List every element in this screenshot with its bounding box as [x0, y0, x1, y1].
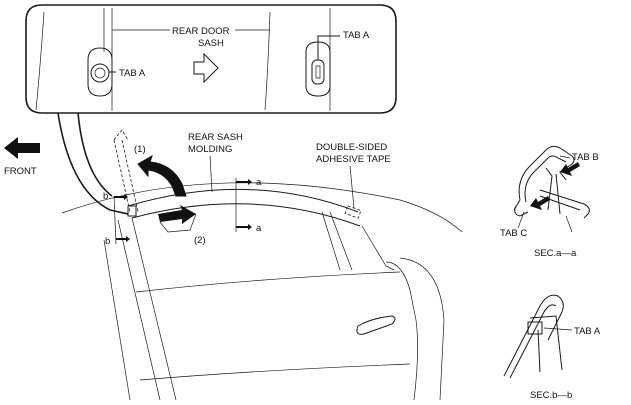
section-aa-sash-panel — [545, 167, 561, 215]
section-aa-glass — [565, 215, 573, 233]
tab-a-clip-right — [305, 35, 340, 97]
section-bb-pillar — [529, 315, 563, 373]
section-bb-caption: SEC.b—b — [530, 390, 572, 401]
section-a-top-arrow-icon — [236, 179, 252, 185]
double-sided-tape-label-2: ADHESIVE TAPE — [316, 154, 391, 165]
step-2-arrow-icon — [158, 205, 196, 224]
section-aa-bracket — [539, 189, 590, 219]
section-a-bottom-arrow-icon — [236, 224, 252, 230]
section-b-top-label: b — [103, 191, 108, 202]
step-1-label: (1) — [134, 144, 146, 155]
adhesive-tape-mark — [344, 205, 362, 219]
section-a-a-detail: TAB B TAB C SEC.a—a — [500, 145, 599, 259]
b-pillar-dashed-2 — [121, 139, 139, 213]
tab-b-label: TAB B — [572, 152, 599, 163]
rear-sash-molding-label-2: MOLDING — [188, 144, 232, 155]
left-sash-curve — [35, 11, 45, 111]
rear-door-sash-label-2: SASH — [198, 38, 224, 49]
rear-sash-molding — [127, 188, 359, 213]
step-1-arrow-icon — [137, 154, 187, 197]
main-labels: REAR SASH MOLDING DOUBLE-SIDED ADHESIVE … — [103, 132, 391, 247]
front-direction: FRONT — [4, 137, 40, 177]
front-arrow-icon — [4, 137, 40, 159]
section-bb-tab-a-label: TAB A — [574, 326, 601, 337]
b-pillar-rear — [131, 217, 177, 401]
section-aa-molding-inner — [524, 155, 567, 203]
molding-front-clip — [127, 205, 137, 217]
tab-c-label: TAB C — [500, 228, 527, 239]
tab-b-arrow-icon — [560, 162, 580, 176]
rear-door-sash-label-1: REAR DOOR — [172, 26, 230, 37]
section-aa-caption: SEC.a—a — [534, 248, 577, 259]
tab-b-leader — [559, 155, 571, 159]
section-bb-molding — [503, 294, 564, 377]
section-b-b-detail: TAB A SEC.b—b — [503, 294, 601, 401]
section-b-line — [113, 195, 117, 245]
double-sided-tape-label-1: DOUBLE-SIDED — [316, 142, 387, 153]
rear-sash-molding-lower — [131, 203, 361, 227]
section-aa-molding — [518, 145, 575, 201]
section-a-top-label: a — [256, 177, 262, 188]
section-bb-tab-a-leader — [543, 327, 573, 331]
tab-c-leader — [517, 211, 525, 229]
tab-a-clip-left — [87, 47, 116, 97]
rear-sash-molding-label-1: REAR SASH — [188, 132, 243, 143]
rear-fender-line — [399, 257, 445, 401]
step-2-label: (2) — [194, 235, 206, 246]
section-b-bottom-label: b — [105, 236, 110, 247]
front-door-edge — [103, 239, 131, 401]
front-label: FRONT — [4, 166, 37, 177]
belt-line — [135, 271, 401, 293]
section-bb-clip — [527, 321, 543, 335]
right-sash-curve — [264, 11, 271, 111]
callout-frame — [25, 4, 397, 114]
callout-detail: TAB A TAB A REAR DOOR SASH — [25, 4, 397, 215]
quarter-glass — [361, 225, 395, 271]
callout-leader — [57, 112, 129, 215]
rear-window-frame-2 — [329, 211, 353, 271]
door-handle — [356, 315, 396, 335]
rear-window-frame — [321, 211, 341, 271]
double-sided-tape-leader — [349, 165, 355, 209]
tab-c-arrow-icon — [530, 196, 550, 210]
car-door-illustration — [61, 129, 463, 401]
b-pillar-dashed-top — [113, 129, 129, 141]
b-pillar-front — [117, 219, 161, 401]
removal-steps: (1) (2) — [134, 144, 206, 246]
section-bb-molding-inner — [509, 304, 557, 379]
callout-tab-a-right-label: TAB A — [343, 30, 370, 41]
step-2-arrow-shadow — [159, 213, 197, 233]
section-a-bottom-label: a — [256, 223, 262, 234]
b-pillar-dashed-1 — [113, 139, 131, 213]
section-b-bottom-arrow-icon — [116, 236, 130, 242]
roof-line — [61, 182, 463, 233]
rear-sash-molding-leader — [209, 155, 213, 193]
rear-door-edge — [385, 261, 418, 401]
door-lower-line — [139, 363, 411, 381]
section-b-top-arrow-icon — [114, 194, 128, 200]
callout-direction-arrow — [193, 52, 219, 84]
callout-leader-inner — [77, 112, 113, 197]
section-aa-lower-clip — [513, 199, 529, 217]
callout-tab-a-left-label: TAB A — [119, 68, 146, 79]
